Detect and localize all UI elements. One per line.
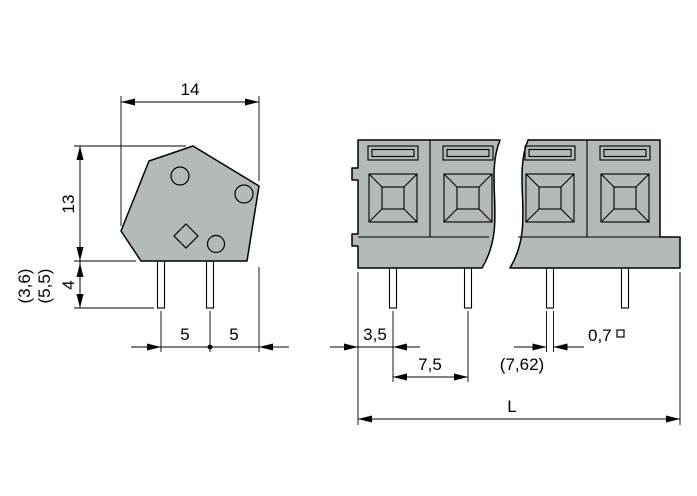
block-section-right — [509, 139, 681, 269]
clamp-contact — [613, 186, 637, 210]
dim-label-pin-spacing-1: 5 — [180, 325, 189, 344]
wire-slot-inner — [371, 148, 415, 158]
solder-pin-2 — [463, 267, 473, 309]
mounting-hole-bottom — [206, 234, 226, 254]
clamp-contact — [381, 186, 405, 210]
bevel-line — [560, 173, 575, 188]
dim-label-width: 14 — [181, 80, 200, 99]
wire-slot-outer — [442, 145, 494, 161]
housing-profile — [120, 145, 260, 262]
dim-label-total-length: L — [507, 397, 516, 416]
pole-1 — [367, 145, 419, 223]
arrowhead-right — [245, 98, 259, 106]
arrowhead-left — [393, 373, 407, 381]
bevel-line — [635, 173, 650, 188]
dimensions-side-view: 14 13 4 (5,5) (3,6) 5 5 — [15, 80, 289, 352]
block-section-left — [351, 139, 501, 269]
clamp-frame — [600, 173, 650, 223]
bevel-line — [560, 208, 575, 223]
mounting-hole-right — [234, 184, 254, 204]
mounting-hole-top — [170, 166, 190, 186]
clamp-frame — [368, 173, 418, 223]
arrowhead-down — [76, 247, 84, 261]
clamp-contact — [538, 186, 562, 210]
bevel-line — [478, 208, 493, 223]
dim-label-pin-spacing-2: 5 — [229, 325, 238, 344]
bevel-line — [443, 173, 458, 188]
wire-slot-outer — [599, 145, 651, 161]
bevel-line — [525, 208, 540, 223]
bevel-line — [600, 173, 615, 188]
clamp-frame — [443, 173, 493, 223]
arrowhead-right — [147, 343, 161, 351]
bevel-line — [635, 208, 650, 223]
dimension-dot — [207, 344, 213, 350]
bevel-line — [403, 173, 418, 188]
solder-pin-left — [156, 260, 166, 309]
dim-label-pin-length-alt1: (3,6) — [15, 269, 34, 304]
pole-3 — [524, 145, 576, 223]
arrowhead-up — [76, 146, 84, 160]
arrowhead-right — [344, 343, 358, 351]
dim-label-height: 13 — [59, 195, 78, 214]
arrowhead-right — [532, 343, 547, 351]
dim-label-edge-to-pin: 3,5 — [363, 325, 387, 344]
clamp-contact — [456, 186, 480, 210]
wire-slot-inner — [446, 148, 490, 158]
wire-slot-inner — [603, 148, 647, 158]
bevel-line — [443, 208, 458, 223]
square-section-symbol — [616, 329, 625, 338]
solder-pin-1 — [388, 267, 398, 309]
bevel-line — [478, 173, 493, 188]
dimensions-front-view: 3,5 7,5 (7,62) 0,7 L — [330, 272, 681, 425]
side-view — [120, 145, 260, 309]
bevel-line — [403, 208, 418, 223]
diamond-opening — [173, 223, 199, 249]
solder-pin-4 — [620, 267, 630, 309]
solder-pin-right — [205, 260, 215, 309]
bevel-line — [368, 173, 383, 188]
front-view — [351, 139, 681, 309]
arrowhead-left — [259, 343, 273, 351]
dim-label-pin-width: 0,7 — [588, 326, 612, 345]
bevel-line — [525, 173, 540, 188]
arrowhead-left — [121, 98, 135, 106]
arrowhead-right — [666, 415, 680, 423]
bevel-line — [368, 208, 383, 223]
pole-2 — [442, 145, 494, 223]
arrowhead-up — [76, 263, 84, 277]
arrowhead-down — [76, 294, 84, 308]
bevel-line — [600, 208, 615, 223]
arrowhead-right — [454, 373, 468, 381]
clamp-frame — [525, 173, 575, 223]
pole-4 — [599, 145, 651, 223]
arrowhead-left — [393, 343, 407, 351]
dim-label-pitch-alt: (7,62) — [500, 355, 544, 374]
dim-label-pin-length: 4 — [59, 280, 78, 289]
arrowhead-left — [358, 415, 372, 423]
solder-pin-3 — [545, 267, 555, 309]
wire-slot-outer — [524, 145, 576, 161]
wire-slot-outer — [367, 145, 419, 161]
wire-slot-inner — [528, 148, 572, 158]
dim-label-pitch: 7,5 — [418, 355, 442, 374]
dim-label-pin-length-alt2: (5,5) — [35, 269, 54, 304]
arrowhead-left — [553, 343, 568, 351]
